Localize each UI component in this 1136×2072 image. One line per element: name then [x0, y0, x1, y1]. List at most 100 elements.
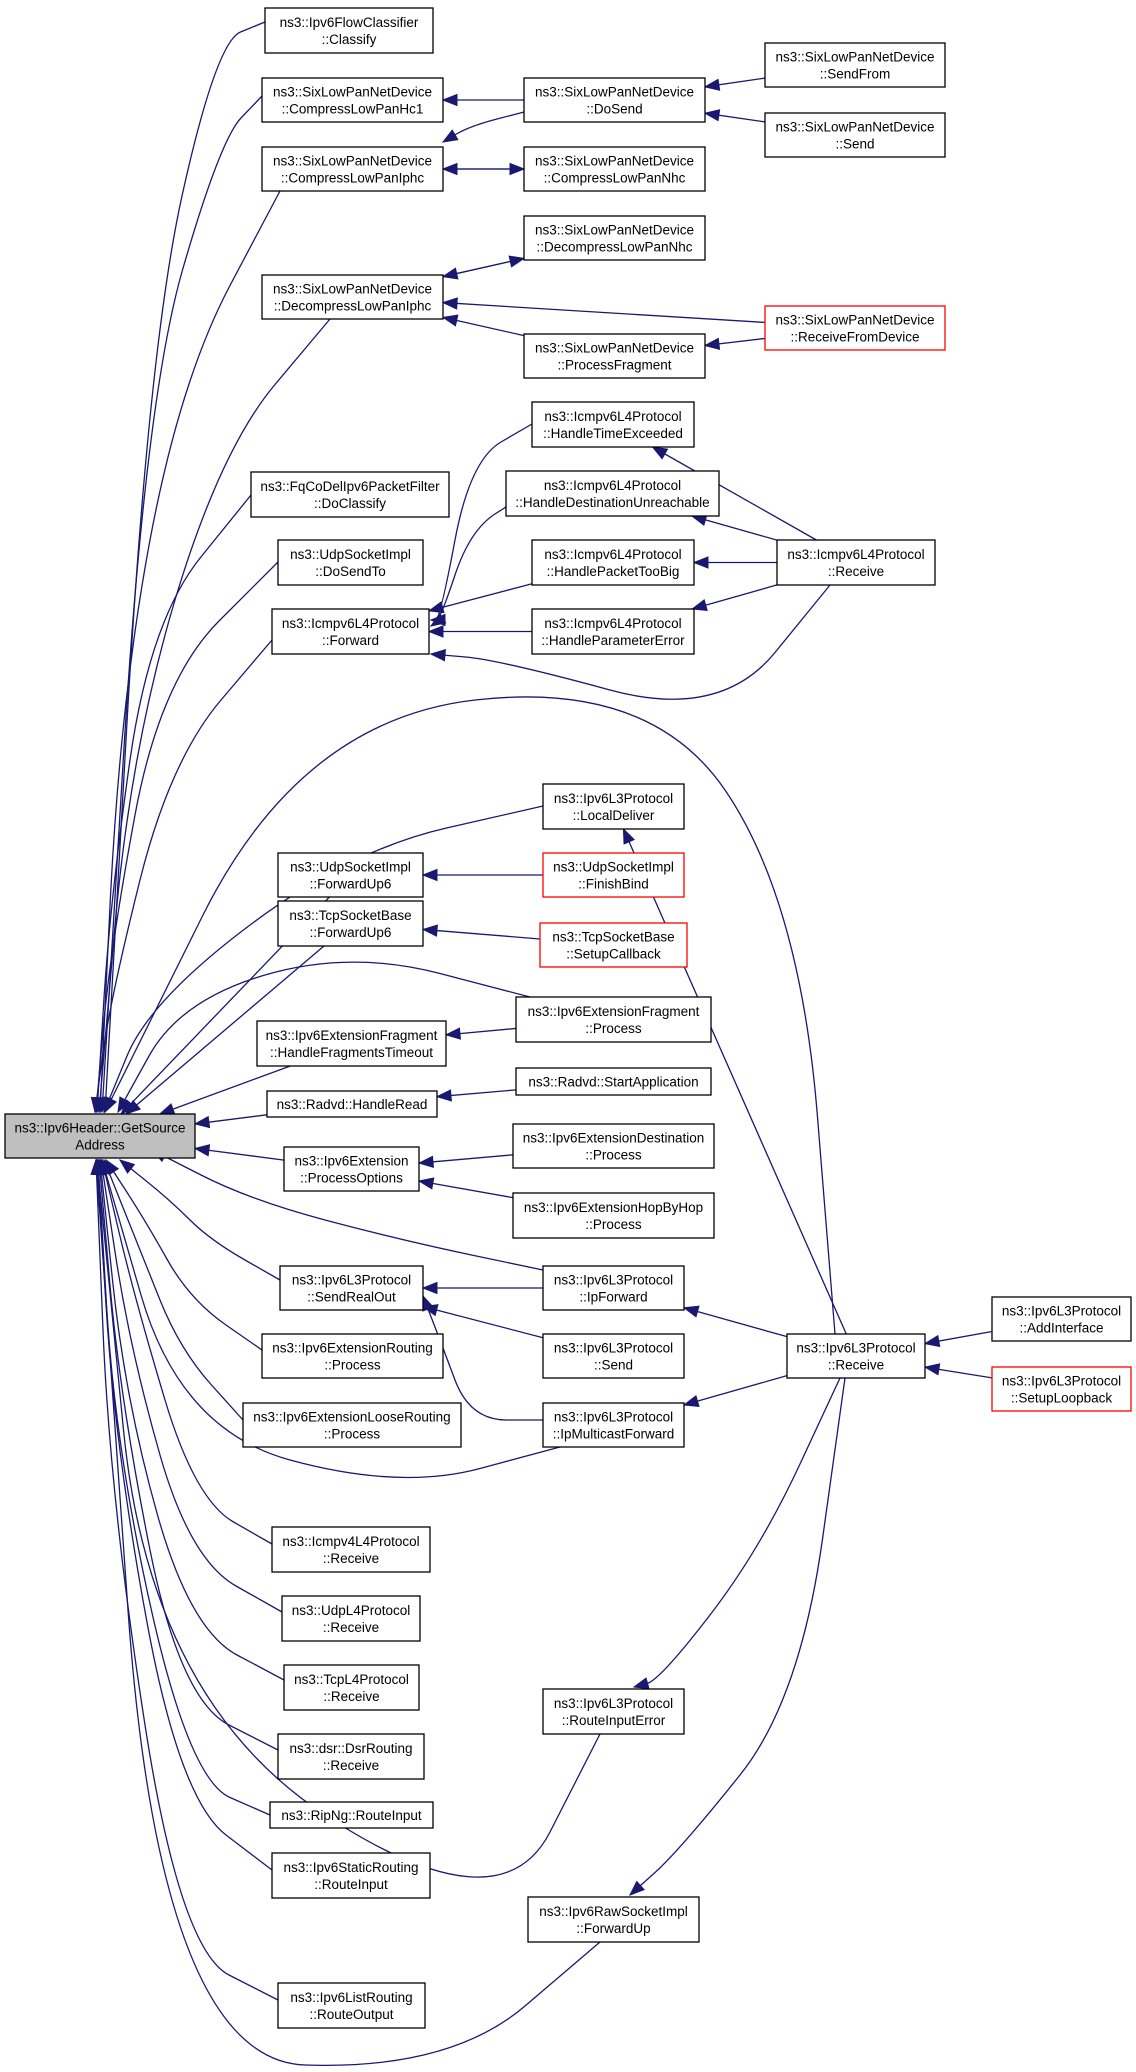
node-box-sendfrom[interactable] [764, 42, 946, 88]
node-udpforwardup6[interactable]: ns3::UdpSocketImpl::ForwardUp6 [277, 852, 424, 898]
node-box-icmp4receive[interactable] [271, 1526, 431, 1573]
node-routingprocess[interactable]: ns3::Ipv6ExtensionRouting::Process [261, 1333, 444, 1379]
node-l3send[interactable]: ns3::Ipv6L3Protocol::Send [542, 1333, 685, 1379]
node-box-receivefromdevice[interactable] [764, 305, 946, 351]
node-icmp4receive[interactable]: ns3::Icmpv4L4Protocol::Receive [271, 1526, 431, 1573]
node-box-dosend[interactable] [523, 77, 706, 123]
node-box-finishbind[interactable] [542, 852, 685, 898]
node-box-handledest[interactable] [505, 470, 720, 517]
node-handleparam[interactable]: ns3::Icmpv6L4Protocol::HandleParameterEr… [531, 608, 695, 655]
node-fragprocess[interactable]: ns3::Ipv6ExtensionFragment::Process [515, 996, 712, 1043]
node-icmpforward[interactable]: ns3::Icmpv6L4Protocol::Forward [271, 608, 430, 655]
node-rawforwardup[interactable]: ns3::Ipv6RawSocketImpl::ForwardUp [527, 1896, 700, 1943]
node-hopprocess[interactable]: ns3::Ipv6ExtensionHopByHop::Process [512, 1192, 715, 1239]
node-localdeliver[interactable]: ns3::Ipv6L3Protocol::LocalDeliver [542, 783, 685, 830]
node-fqcodel[interactable]: ns3::FqCoDelIpv6PacketFilter::DoClassify [250, 471, 450, 518]
node-sendrealout[interactable]: ns3::Ipv6L3Protocol::SendRealOut [279, 1265, 424, 1311]
node-box-routeinputerror[interactable] [542, 1688, 685, 1735]
node-box-routingprocess[interactable] [261, 1333, 444, 1379]
node-box-destprocess[interactable] [512, 1123, 715, 1169]
node-addinterface[interactable]: ns3::Ipv6L3Protocol::AddInterface [991, 1296, 1132, 1342]
node-handlepkt[interactable]: ns3::Icmpv6L4Protocol::HandlePacketTooBi… [531, 539, 695, 586]
node-dsrreceive[interactable]: ns3::dsr::DsrRouting::Receive [277, 1733, 425, 1780]
node-box-icmp6receive[interactable] [776, 539, 936, 586]
node-processfragment[interactable]: ns3::SixLowPanNetDevice::ProcessFragment [523, 333, 706, 379]
node-ipmulticast[interactable]: ns3::Ipv6L3Protocol::IpMulticastForward [542, 1402, 685, 1448]
node-processoptions[interactable]: ns3::Ipv6Extension::ProcessOptions [283, 1146, 420, 1192]
node-flowclassify[interactable]: ns3::Ipv6FlowClassifier::Classify [264, 7, 434, 54]
node-box-localdeliver[interactable] [542, 783, 685, 830]
node-box-listrouting[interactable] [277, 1982, 426, 2029]
node-box-l3receive[interactable] [786, 1333, 926, 1379]
node-box-radvdstart[interactable] [515, 1067, 712, 1096]
node-staticrouting[interactable]: ns3::Ipv6StaticRouting::RouteInput [271, 1852, 431, 1899]
node-box-l3send[interactable] [542, 1333, 685, 1379]
node-box-root[interactable] [4, 1113, 196, 1159]
node-box-compressnhc[interactable] [523, 146, 706, 192]
node-box-processfragment[interactable] [523, 333, 706, 379]
node-decompressnhc[interactable]: ns3::SixLowPanNetDevice::DecompressLowPa… [523, 215, 706, 261]
node-tcp4receive[interactable]: ns3::TcpL4Protocol::Receive [283, 1664, 420, 1711]
node-send6lp[interactable]: ns3::SixLowPanNetDevice::Send [764, 112, 946, 158]
node-box-udpforwardup6[interactable] [277, 852, 424, 898]
node-box-compresshc1[interactable] [261, 77, 444, 123]
node-radvdstart[interactable]: ns3::Radvd::StartApplication [515, 1067, 712, 1096]
node-udpdosendto[interactable]: ns3::UdpSocketImpl::DoSendTo [277, 539, 424, 586]
node-box-dsrreceive[interactable] [277, 1733, 425, 1780]
node-ipforward[interactable]: ns3::Ipv6L3Protocol::IpForward [542, 1265, 685, 1311]
node-icmp6receive[interactable]: ns3::Icmpv6L4Protocol::Receive [776, 539, 936, 586]
node-box-addinterface[interactable] [991, 1296, 1132, 1342]
node-ripng[interactable]: ns3::RipNg::RouteInput [269, 1801, 434, 1829]
node-box-fragtimeout[interactable] [256, 1020, 447, 1067]
node-finishbind[interactable]: ns3::UdpSocketImpl::FinishBind [542, 852, 685, 898]
node-compressiphc[interactable]: ns3::SixLowPanNetDevice::CompressLowPanI… [261, 146, 444, 192]
node-box-udpdosendto[interactable] [277, 539, 424, 586]
node-box-fragprocess[interactable] [515, 996, 712, 1043]
node-destprocess[interactable]: ns3::Ipv6ExtensionDestination::Process [512, 1123, 715, 1169]
node-box-fqcodel[interactable] [250, 471, 450, 518]
node-l3receive[interactable]: ns3::Ipv6L3Protocol::Receive [786, 1333, 926, 1379]
node-box-sendrealout[interactable] [279, 1265, 424, 1311]
node-fragtimeout[interactable]: ns3::Ipv6ExtensionFragment::HandleFragme… [256, 1020, 447, 1067]
node-box-rawforwardup[interactable] [527, 1896, 700, 1943]
node-box-handletime[interactable] [531, 401, 695, 448]
node-box-ipforward[interactable] [542, 1265, 685, 1311]
node-box-radvdread[interactable] [266, 1090, 438, 1118]
node-box-looseprocess[interactable] [242, 1402, 462, 1448]
node-box-tcp4receive[interactable] [283, 1664, 420, 1711]
node-box-tcpforwardup6[interactable] [277, 900, 424, 947]
node-listrouting[interactable]: ns3::Ipv6ListRouting::RouteOutput [277, 1982, 426, 2029]
node-box-ripng[interactable] [269, 1801, 434, 1829]
node-box-setupcallback[interactable] [539, 922, 688, 968]
node-handledest[interactable]: ns3::Icmpv6L4Protocol::HandleDestination… [505, 470, 720, 517]
node-tcpforwardup6[interactable]: ns3::TcpSocketBase::ForwardUp6 [277, 900, 424, 947]
node-box-send6lp[interactable] [764, 112, 946, 158]
node-setuploopback[interactable]: ns3::Ipv6L3Protocol::SetupLoopback [991, 1366, 1132, 1412]
node-compresshc1[interactable]: ns3::SixLowPanNetDevice::CompressLowPanH… [261, 77, 444, 123]
node-box-staticrouting[interactable] [271, 1852, 431, 1899]
node-box-decompressiphc[interactable] [261, 274, 444, 320]
node-box-handlepkt[interactable] [531, 539, 695, 586]
node-decompressiphc[interactable]: ns3::SixLowPanNetDevice::DecompressLowPa… [261, 274, 444, 320]
node-box-icmpforward[interactable] [271, 608, 430, 655]
node-box-udp4receive[interactable] [281, 1595, 421, 1642]
node-dosend[interactable]: ns3::SixLowPanNetDevice::DoSend [523, 77, 706, 123]
node-routeinputerror[interactable]: ns3::Ipv6L3Protocol::RouteInputError [542, 1688, 685, 1735]
node-handletime[interactable]: ns3::Icmpv6L4Protocol::HandleTimeExceede… [531, 401, 695, 448]
node-receivefromdevice[interactable]: ns3::SixLowPanNetDevice::ReceiveFromDevi… [764, 305, 946, 351]
node-udp4receive[interactable]: ns3::UdpL4Protocol::Receive [281, 1595, 421, 1642]
node-box-decompressnhc[interactable] [523, 215, 706, 261]
node-compressnhc[interactable]: ns3::SixLowPanNetDevice::CompressLowPanN… [523, 146, 706, 192]
node-box-hopprocess[interactable] [512, 1192, 715, 1239]
node-box-setuploopback[interactable] [991, 1366, 1132, 1412]
node-looseprocess[interactable]: ns3::Ipv6ExtensionLooseRouting::Process [242, 1402, 462, 1448]
node-radvdread[interactable]: ns3::Radvd::HandleRead [266, 1090, 438, 1118]
node-setupcallback[interactable]: ns3::TcpSocketBase::SetupCallback [539, 922, 688, 968]
node-box-ipmulticast[interactable] [542, 1402, 685, 1448]
node-box-flowclassify[interactable] [264, 7, 434, 54]
node-sendfrom[interactable]: ns3::SixLowPanNetDevice::SendFrom [764, 42, 946, 88]
node-box-handleparam[interactable] [531, 608, 695, 655]
node-box-processoptions[interactable] [283, 1146, 420, 1192]
node-box-compressiphc[interactable] [261, 146, 444, 192]
